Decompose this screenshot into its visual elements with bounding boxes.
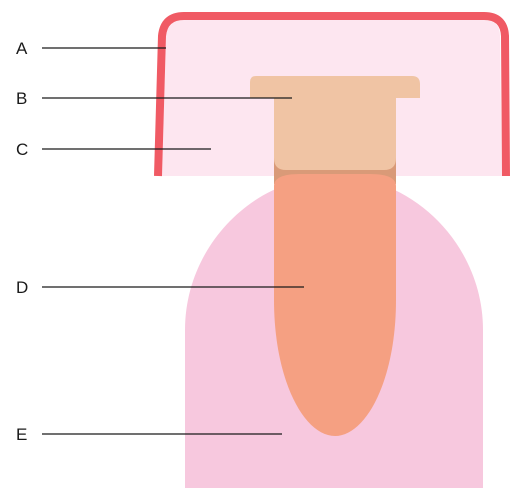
part-d-canal bbox=[274, 174, 396, 436]
label-a: A bbox=[16, 39, 28, 58]
part-b-core bbox=[250, 76, 420, 170]
label-d: D bbox=[16, 278, 28, 297]
label-c: C bbox=[16, 140, 28, 159]
label-b: B bbox=[16, 89, 27, 108]
label-e: E bbox=[16, 425, 27, 444]
